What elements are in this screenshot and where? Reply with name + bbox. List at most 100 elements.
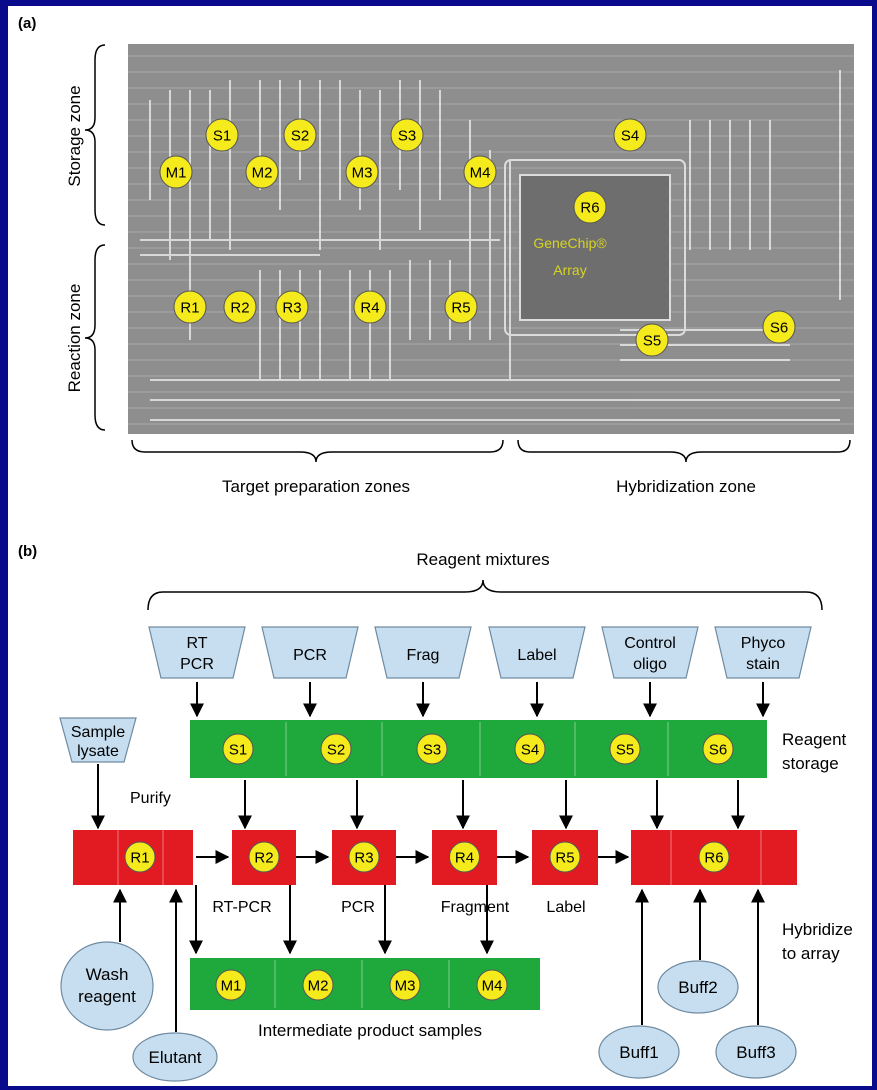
chip-marker-r6-label: R6 [580, 199, 599, 216]
chip-marker-s4-label: S4 [621, 127, 639, 144]
reagent-storage-bar [190, 720, 767, 778]
step-label-rtpcr: RT-PCR [212, 899, 271, 916]
reactor-r5: R5 [532, 830, 598, 885]
hybridize-label: Hybridize [782, 920, 853, 939]
reactor-marker-r5-label: R5 [555, 849, 574, 866]
chip-marker-s4: S4 [613, 118, 647, 152]
reagent-label: Label [488, 626, 586, 679]
reactor-r2: R2 [232, 830, 296, 885]
hybridization-brace [517, 439, 851, 463]
reagent-label: Phyco [741, 635, 786, 652]
reaction-brace [84, 244, 106, 431]
reagent-rt-pcr: RT PCR [148, 626, 246, 679]
chip-marker-r1: R1 [173, 290, 207, 324]
chip-marker-m3-label: M3 [352, 164, 373, 181]
target-prep-label: Target preparation zones [222, 477, 410, 496]
wash-reagent: Wash reagent [60, 941, 154, 1031]
intermediate-cell-m3-label: M3 [395, 977, 416, 994]
elutant-label: Elutant [149, 1048, 202, 1067]
chip-marker-s6: S6 [762, 310, 796, 344]
intermediate-cell-m1-label: M1 [221, 977, 242, 994]
storage-cell-s5-label: S5 [616, 741, 634, 758]
chip-marker-m1: M1 [159, 155, 193, 189]
reaction-zone-label: Reaction zone [65, 284, 84, 393]
chip-marker-s5-label: S5 [643, 332, 661, 349]
target-prep-brace [131, 439, 504, 463]
chip-marker-r5: R5 [444, 290, 478, 324]
array-label: GeneChip® [533, 235, 607, 251]
buff2: Buff2 [657, 960, 739, 1014]
intermediate-cell-m4: M4 [476, 969, 508, 1001]
intermediate-cell-m2: M2 [302, 969, 334, 1001]
buff1-label: Buff1 [619, 1043, 658, 1062]
chip-marker-r2-label: R2 [230, 299, 249, 316]
wash-reagent-label: Wash [86, 965, 129, 984]
storage-cell-s1-label: S1 [229, 741, 247, 758]
intermediate-cell-m1: M1 [215, 969, 247, 1001]
chip-marker-s2-label: S2 [291, 127, 309, 144]
storage-cell-s2-label: S2 [327, 741, 345, 758]
reagent-storage-label-2: storage [782, 754, 839, 773]
reagent-label: Frag [407, 647, 440, 664]
storage-cell-s6-label: S6 [709, 741, 727, 758]
storage-cell-s4: S4 [514, 733, 546, 765]
intermediate-cell-m4-label: M4 [482, 977, 503, 994]
elutant: Elutant [132, 1032, 218, 1082]
intermediate-cells: M1 M2 M3 M4 [215, 960, 508, 1008]
reactor-row: R1 R2 R3 R4 R5 R6 [73, 830, 797, 885]
reagent-label-2: PCR [180, 656, 214, 673]
chip-photo [128, 44, 854, 434]
chip-marker-s6-label: S6 [770, 319, 788, 336]
reagent-label-2: stain [746, 656, 780, 673]
reactor-marker-r1-label: R1 [130, 849, 149, 866]
chip-marker-r3-label: R3 [282, 299, 301, 316]
storage-cell-s6: S6 [702, 733, 734, 765]
step-label-label: Label [546, 899, 585, 916]
chip-marker-m4: M4 [463, 155, 497, 189]
reactor-marker-r5: R5 [549, 841, 581, 873]
buff3-label: Buff3 [736, 1043, 775, 1062]
reagent-mixtures-brace [147, 579, 823, 611]
step-label-pcr: PCR [341, 899, 375, 916]
chip-marker-m2: M2 [245, 155, 279, 189]
chip-marker-s3-label: S3 [398, 127, 416, 144]
chip-marker-r1-label: R1 [180, 299, 199, 316]
reagent-storage-label: Reagent [782, 730, 847, 749]
intermediate-label: Intermediate product samples [258, 1021, 482, 1040]
chip-marker-r4: R4 [353, 290, 387, 324]
reactor-marker-r4-label: R4 [455, 849, 474, 866]
reagent-frag: Frag [374, 626, 472, 679]
hybridization-zone-label: Hybridization zone [616, 477, 756, 496]
reagent-label-2: oligo [633, 656, 667, 673]
hybridize-label-2: to array [782, 944, 840, 963]
chip-marker-r4-label: R4 [360, 299, 379, 316]
reactor-r4: R4 [432, 830, 497, 885]
reactor-r3: R3 [332, 830, 396, 885]
reactor-r6: R6 [631, 830, 797, 885]
chip-marker-r2: R2 [223, 290, 257, 324]
reagent-label: Label [517, 647, 556, 664]
reagent-pcr: PCR [261, 626, 359, 679]
chip-marker-m3: M3 [345, 155, 379, 189]
buff3: Buff3 [715, 1025, 797, 1079]
chip-marker-s2: S2 [283, 118, 317, 152]
reactor-marker-r6-label: R6 [704, 849, 723, 866]
chip-marker-s5: S5 [635, 323, 669, 357]
chip-marker-s3: S3 [390, 118, 424, 152]
chip-marker-s1-label: S1 [213, 127, 231, 144]
storage-cells: S1 S2 S3 S4 S5 S6 [222, 722, 734, 776]
reactor-marker-r2-label: R2 [254, 849, 273, 866]
chip-marker-m2-label: M2 [252, 164, 273, 181]
flow-arrows [91, 682, 770, 1032]
intermediate-cell-m2-label: M2 [308, 977, 329, 994]
storage-cell-s5: S5 [609, 733, 641, 765]
reagent-label: RT [186, 635, 207, 652]
storage-cell-s1: S1 [222, 733, 254, 765]
storage-cell-s3: S3 [416, 733, 448, 765]
panel-b-label: (b) [18, 543, 37, 560]
storage-zone-label: Storage zone [65, 85, 84, 186]
buff1: Buff1 [598, 1025, 680, 1079]
